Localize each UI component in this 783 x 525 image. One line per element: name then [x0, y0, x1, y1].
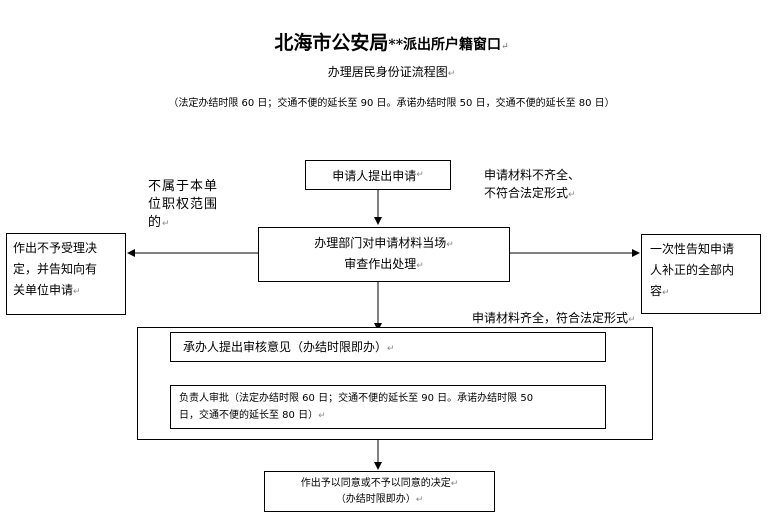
decision-box: 作出予以同意或不予以同意的决定↵ （办结时限即办）↵	[264, 471, 495, 512]
label-complete: 申请材料齐全，符合法定形式↵	[472, 311, 636, 325]
page-title: 北海市公安局**派出所户籍窗口↵	[0, 28, 783, 55]
process-box: 办理部门对申请材料当场↵ 审查作出处理↵	[258, 227, 510, 282]
paragraph-mark: ↵	[501, 42, 509, 52]
label-out-of-scope: 不属于本单 位职权范围 的↵	[148, 179, 219, 230]
label-incomplete: 申请材料不齐全、 不符合法定形式↵	[484, 168, 581, 200]
time-limit-note: （法定办结时限 60 日；交通不便的延长至 90 日。承诺办结时限 50 日，交…	[168, 98, 615, 109]
approval-box: 负责人审批（法定办结时限 60 日；交通不便的延长至 90 日。承诺办结时限 5…	[170, 385, 606, 429]
handler-opinion-box: 承办人提出审核意见（办结时限即办）↵	[170, 332, 606, 362]
title-main: 北海市公安局	[274, 32, 389, 54]
title-suffix: **派出所户籍窗口	[388, 37, 502, 53]
apply-box: 申请人提出申请↵	[305, 160, 451, 190]
reject-box: 作出不予受理决 定，并告知向有 关单位申请↵	[6, 233, 126, 315]
page-subtitle: 办理居民身份证流程图↵	[327, 65, 456, 79]
notify-box: 一次性告知申请 人补正的全部内 容↵	[641, 234, 761, 314]
